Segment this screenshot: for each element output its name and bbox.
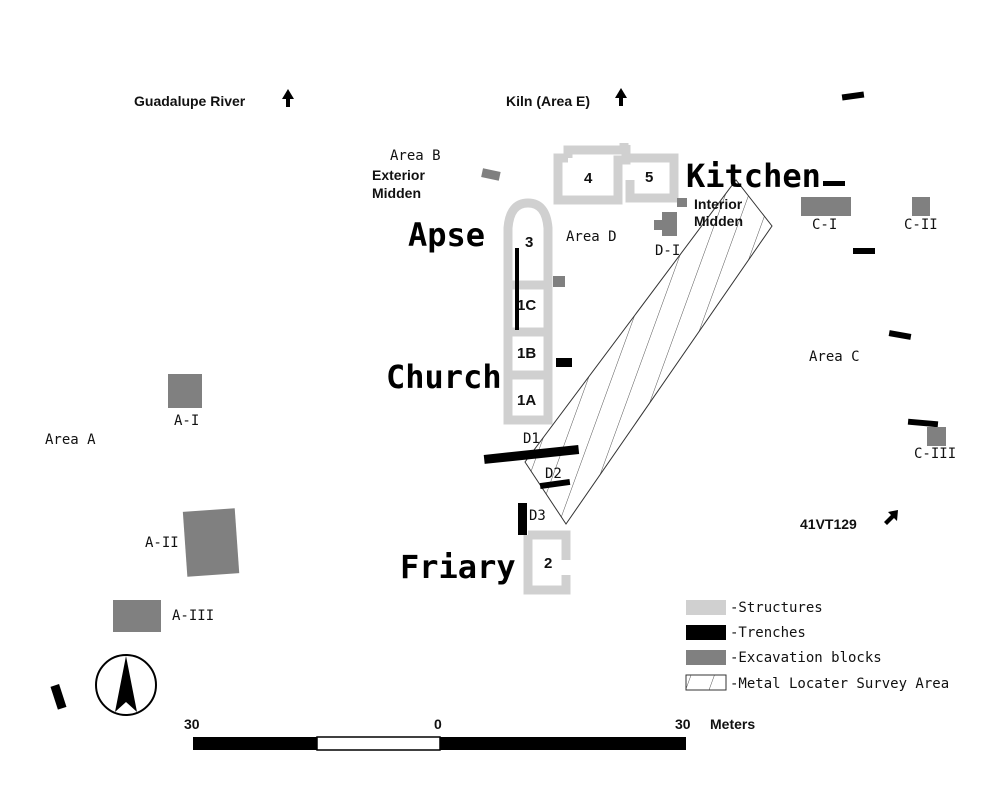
apse-label: Apse <box>408 216 485 254</box>
scale-bar: 30 0 30 Meters <box>184 716 755 751</box>
block-c3 <box>927 427 946 446</box>
church-structure: 3 1C 1B 1A <box>503 198 553 425</box>
up-arrow-icon <box>615 88 627 106</box>
area-c-label: Area C <box>809 349 860 365</box>
trench <box>50 684 67 710</box>
site-41vt129-label: 41VT129 <box>800 516 857 532</box>
trench-d2-label: D2 <box>545 466 562 482</box>
area-a-label: Area A <box>45 432 96 448</box>
scale-mid-label: 0 <box>434 716 442 732</box>
area-b-label: Area B <box>390 148 441 164</box>
exterior-midden-label: Midden <box>372 185 421 201</box>
block-a3-label: A-III <box>172 608 214 624</box>
trench-apse <box>515 248 519 330</box>
legend-trenches-label: -Trenches <box>730 625 806 641</box>
north-arrow-icon <box>95 654 157 716</box>
room-5-label: 5 <box>645 169 653 186</box>
block-d1-small <box>654 220 664 230</box>
block-a1-label: A-I <box>174 413 199 429</box>
block-d1-small <box>677 198 687 207</box>
scale-left-label: 30 <box>184 716 200 732</box>
legend: -Structures -Trenches -Excavation blocks… <box>685 600 949 692</box>
room-1b-label: 1B <box>517 345 536 362</box>
trench <box>841 91 865 101</box>
exterior-midden-label: Exterior <box>372 167 425 183</box>
room-1a-label: 1A <box>517 392 536 409</box>
legend-trenches-swatch <box>686 625 726 640</box>
block-a3 <box>113 600 161 632</box>
excavation-blocks <box>113 168 946 632</box>
northeast-arrow-icon <box>884 510 898 525</box>
block-c1 <box>801 197 851 216</box>
legend-blocks-swatch <box>686 650 726 665</box>
guadalupe-river-label: Guadalupe River <box>134 93 246 109</box>
kiln-label: Kiln (Area E) <box>506 93 590 109</box>
room-4-label: 4 <box>584 170 593 187</box>
trench <box>907 418 939 428</box>
room-1c-label: 1C <box>517 297 536 314</box>
trenches <box>50 91 939 710</box>
trench-d3 <box>518 503 527 535</box>
trench-d3-label: D3 <box>529 508 546 524</box>
interior-midden-label: Interior <box>694 196 743 212</box>
area-d-label: Area D <box>566 229 617 245</box>
friary-label: Friary <box>400 548 516 586</box>
trench <box>888 330 912 340</box>
trench <box>853 248 875 254</box>
metal-locator-survey-area <box>524 179 773 525</box>
block <box>553 276 565 287</box>
block-d1 <box>662 212 677 236</box>
trench <box>823 181 845 186</box>
block-c2 <box>912 197 930 216</box>
legend-structures-label: -Structures <box>730 600 823 616</box>
block-d1-label: D-I <box>655 243 680 259</box>
interior-midden-label: Midden <box>694 213 743 229</box>
scale-unit-label: Meters <box>710 716 755 732</box>
up-arrow-icon <box>282 89 294 107</box>
block-a2 <box>182 508 240 577</box>
block-a2-label: A-II <box>145 535 179 551</box>
kitchen-label: Kitchen <box>686 157 821 195</box>
block-c3-label: C-III <box>914 446 956 462</box>
trench-d1 <box>483 445 580 464</box>
legend-blocks-label: -Excavation blocks <box>730 650 882 666</box>
trench <box>556 358 572 367</box>
room-3-label: 3 <box>525 234 533 251</box>
kitchen-structure: 4 5 <box>553 143 679 205</box>
trench-d2 <box>539 478 571 490</box>
block <box>481 168 501 181</box>
friary-structure: 2 <box>523 530 571 595</box>
legend-structures-swatch <box>686 600 726 615</box>
scale-right-label: 30 <box>675 716 691 732</box>
legend-survey-label: -Metal Locater Survey Area <box>730 676 949 692</box>
block-c1-label: C-I <box>812 217 837 233</box>
block-c2-label: C-II <box>904 217 938 233</box>
legend-survey-swatch <box>685 674 727 691</box>
block-a1 <box>168 374 202 408</box>
room-2-label: 2 <box>544 555 552 572</box>
trench-d1-label: D1 <box>523 431 540 447</box>
church-label: Church <box>386 358 502 396</box>
